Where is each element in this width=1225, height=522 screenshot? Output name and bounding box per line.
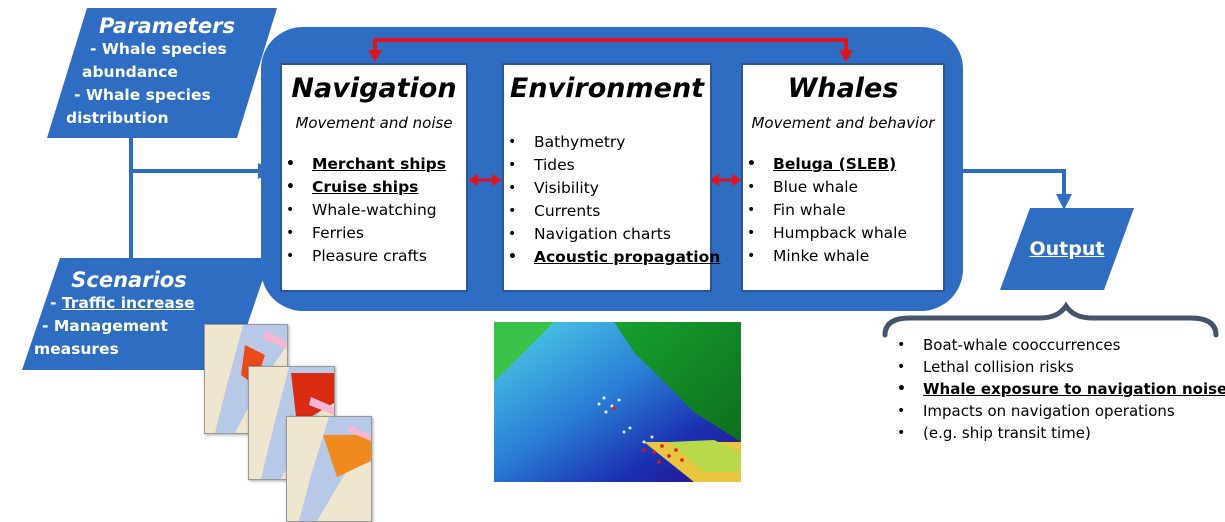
feedback-arrow-line: [373, 38, 848, 52]
output-item-note: (e.g. ship transit time): [923, 424, 1091, 442]
navigation-title: Navigation: [291, 73, 457, 104]
output-arrowhead: [1056, 194, 1072, 210]
parameters-label: Parameters - Whale species abundance - W…: [66, 14, 282, 130]
environment-list: Bathymetry Tides Visibility Currents Nav…: [504, 131, 720, 269]
whales-item: Beluga (SLEB): [743, 153, 907, 176]
nav-env-arrowhead-right: [492, 174, 502, 186]
scenarios-item-1-text: Traffic increase: [61, 294, 195, 312]
whales-item: Blue whale: [743, 176, 907, 199]
output-brace: [882, 301, 1219, 338]
environment-item: Navigation charts: [504, 223, 720, 246]
whales-item: Fin whale: [743, 199, 907, 222]
output-shape: [1000, 208, 1134, 290]
environment-title: Environment: [509, 73, 705, 104]
scenarios-item-1: - Traffic increase: [50, 292, 264, 315]
navigation-item: Pleasure crafts: [282, 245, 446, 268]
whales-title: Whales: [787, 73, 899, 104]
navigation-box: Navigation Movement and noise Merchant s…: [280, 63, 468, 292]
navigation-item: Ferries: [282, 222, 446, 245]
output-item: Impacts on navigation operations: [893, 400, 1223, 422]
navigation-subtitle: Movement and noise: [295, 114, 453, 132]
scenarios-label: Scenarios - Traffic increase - Managemen…: [34, 268, 264, 361]
nav-env-arrowhead-left: [468, 174, 478, 186]
feedback-arrowhead-right: [839, 50, 853, 62]
parameters-line-2: abundance: [82, 63, 178, 81]
scenarios-item-2-cont: measures: [34, 340, 119, 358]
whales-subtitle: Movement and behavior: [751, 114, 935, 132]
parameters-line-1: - Whale species: [90, 40, 227, 58]
scenario-map-3-image: [287, 417, 371, 521]
env-whales-arrowhead-right: [732, 174, 742, 186]
bathymetry-render: [494, 322, 741, 482]
output-title: Output: [1029, 238, 1105, 260]
scenarios-title: Scenarios: [71, 268, 187, 292]
environment-item: Acoustic propagation: [504, 246, 720, 269]
output-item: Boat-whale cooccurrences: [893, 334, 1223, 356]
environment-item: Currents: [504, 200, 720, 223]
bathymetry-simulation-image: [494, 322, 741, 482]
output-item: Lethal collision risks: [893, 356, 1223, 378]
parameters-shape: [47, 8, 277, 138]
parameters-line-3: - Whale species: [74, 86, 211, 104]
output-list: Boat-whale cooccurrences Lethal collisio…: [893, 334, 1225, 444]
parameters-line-4: distribution: [66, 109, 169, 127]
environment-item: Tides: [504, 154, 720, 177]
navigation-item: Cruise ships: [282, 176, 446, 199]
environment-item: Visibility: [504, 177, 720, 200]
navigation-item: Whale-watching: [282, 199, 446, 222]
environment-item: Bathymetry: [504, 131, 720, 154]
output-item-continuation: (e.g. ship transit time): [893, 422, 1223, 444]
input-arrowhead: [258, 163, 274, 179]
scenario-map-thumbnail-3: [286, 416, 372, 522]
navigation-list: Merchant ships Cruise ships Whale-watchi…: [282, 153, 446, 268]
scenarios-item-2: - Management: [42, 317, 168, 335]
parameters-title: Parameters: [98, 14, 235, 38]
output-item: Whale exposure to navigation noise: [893, 378, 1225, 400]
environment-box: Environment Bathymetry Tides Visibility …: [502, 63, 720, 292]
whales-item: Humpback whale: [743, 222, 907, 245]
feedback-arrowhead-left: [368, 50, 382, 62]
whales-list: Beluga (SLEB) Blue whale Fin whale Humpb…: [743, 153, 907, 268]
whales-item: Minke whale: [743, 245, 907, 268]
navigation-item: Merchant ships: [282, 153, 446, 176]
scenarios-item-1-prefix: -: [50, 294, 62, 312]
whales-box: Whales Movement and behavior Beluga (SLE…: [741, 63, 945, 292]
